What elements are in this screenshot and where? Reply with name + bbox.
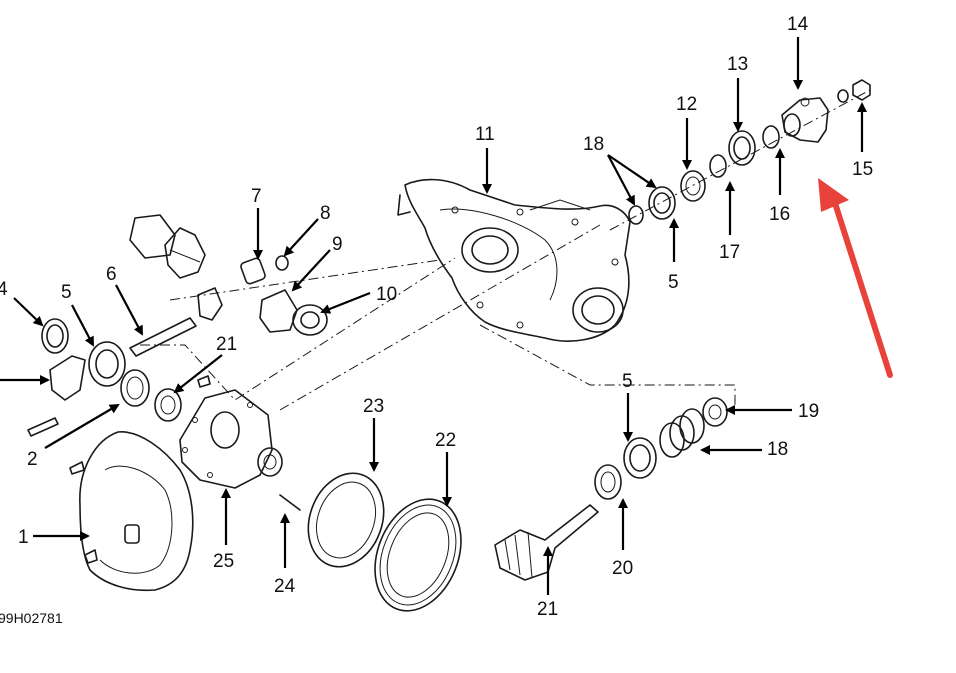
callout-16: 16 [769,204,790,225]
side-gear-lower [259,289,298,333]
pinion-bearing-outer [680,170,706,202]
callout-25: 25 [213,551,234,572]
thrust-washer-large [129,214,176,259]
pinion-seal [728,130,756,166]
pinion-yoke [781,97,829,143]
bearing-cup-upper [648,186,676,220]
leader-arrows [0,37,867,595]
callout-18-upper: 18 [583,134,604,155]
differential-gears [27,214,328,437]
bearing-cup-lower [623,437,657,479]
callout-2: 2 [27,449,38,470]
callout-17: 17 [719,242,740,263]
callout-21-upper: 21 [216,334,237,355]
bearing-cap [49,355,86,401]
differential-cover [69,431,194,592]
callout-4: 4 [0,279,8,300]
highlight-arrow [818,178,893,378]
pinion-flange-stack [628,79,871,225]
callout-6: 6 [106,264,117,285]
cap-bolt [27,417,59,437]
pinion-shim [702,397,728,427]
pinion-shaft [129,317,197,357]
side-bearing [120,369,150,407]
bearing-cup-left [41,318,69,354]
callout-9: 9 [332,234,343,255]
callout-labels: 1 2 4 5 6 7 8 9 10 11 12 13 14 15 16 17 … [0,14,873,626]
callout-11: 11 [475,124,495,145]
callout-7: 7 [251,186,262,207]
side-gear-upper [164,227,206,279]
pinion-bearing-inner [594,464,622,500]
pinion-mate-gear [240,257,266,285]
callout-21-lower: 21 [537,599,558,620]
oil-slinger [709,154,727,178]
callout-5-upper: 5 [668,272,679,293]
axle-housing [397,178,631,342]
ring-gear-thin [307,472,385,568]
bearing-cup-side [88,341,126,387]
yoke-washer [837,89,849,103]
ring-gear [374,498,462,612]
assembly-centerlines [140,89,871,411]
shim [154,388,182,422]
dust-shield [762,125,780,149]
pinion-washer [275,255,289,271]
drive-pinion [494,504,599,581]
figure-code: 99H02781 [0,610,63,626]
differential-case [179,389,301,511]
yoke-nut [852,79,871,101]
callout-23: 23 [363,396,384,417]
callout-10: 10 [376,284,397,305]
callout-12: 12 [676,94,697,115]
callout-14: 14 [787,14,809,35]
drive-pinion-stack [494,397,728,581]
callout-18-lower: 18 [767,439,788,460]
collapsible-spacer-upper [628,205,644,225]
ring-gear-assembly [307,472,462,612]
callout-20: 20 [612,558,633,579]
callout-22: 22 [435,430,456,451]
callout-5: 5 [61,282,72,303]
spacer-lower-b [669,415,695,451]
thrust-washer-lower [292,304,328,336]
lock-pin [279,494,301,511]
callout-13: 13 [727,54,748,75]
callout-24: 24 [274,576,296,597]
callout-8: 8 [320,203,331,224]
callout-19: 19 [798,401,819,422]
callout-1: 1 [18,527,29,548]
callout-5-lower: 5 [622,371,633,392]
callout-15: 15 [852,159,873,180]
